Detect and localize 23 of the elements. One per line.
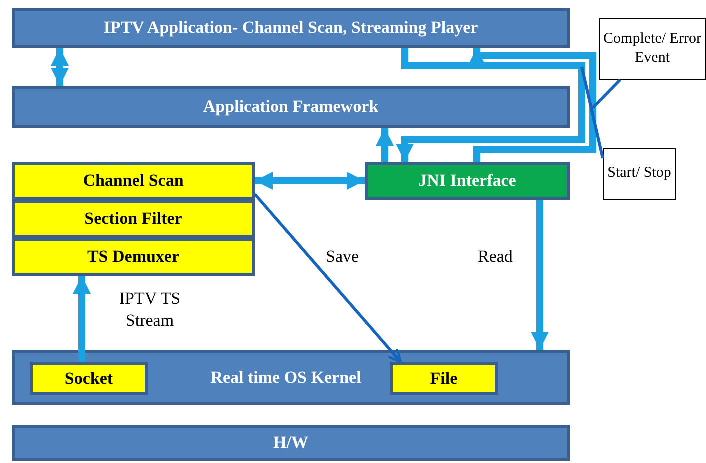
callout-box: Complete/ Error Event: [599, 18, 706, 80]
layer-bar: H/W: [12, 425, 570, 461]
leader-line: [580, 66, 604, 159]
arrow: [254, 193, 402, 364]
arrow: [376, 128, 394, 162]
module-box: Channel Scan: [12, 162, 255, 200]
arrow: [73, 276, 91, 362]
arrow: [255, 172, 365, 190]
callout-box: Start/ Stop: [603, 148, 676, 200]
module-box: TS Demuxer: [12, 238, 255, 276]
module-box: Socket: [30, 362, 148, 395]
arrow: [531, 200, 549, 350]
layer-bar: Application Framework: [12, 86, 570, 128]
leader-line: [592, 78, 622, 110]
arrow: [396, 48, 586, 162]
interface-box: JNI Interface: [365, 162, 570, 200]
arrow: [468, 48, 596, 162]
module-box: Section Filter: [12, 200, 255, 238]
layer-title: Real time OS Kernel: [210, 368, 362, 388]
arrow: [51, 48, 69, 86]
layer-bar: IPTV Application- Channel Scan, Streaming Player: [12, 8, 570, 48]
layer-bar: [12, 350, 570, 405]
module-box: File: [390, 362, 498, 395]
